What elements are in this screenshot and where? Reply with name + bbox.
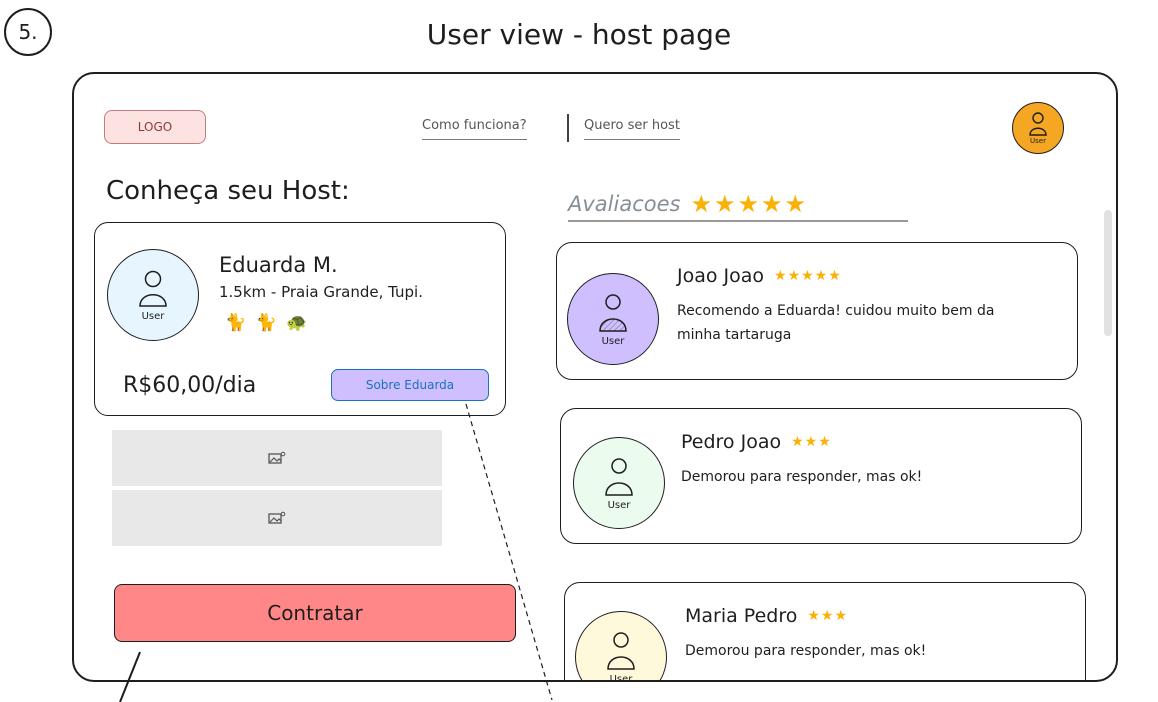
reviewer-avatar-label: User	[609, 673, 633, 682]
overall-rating-stars: ★★★★★	[690, 190, 809, 218]
user-icon	[1029, 112, 1047, 136]
reviewer-name: Pedro Joao	[681, 431, 782, 453]
user-icon	[599, 293, 627, 332]
reviewer-avatar: User	[567, 273, 659, 365]
reviewer-avatar: User	[575, 611, 667, 682]
page-heading: User view - host page	[426, 18, 732, 51]
header-user-avatar[interactable]: User	[1012, 102, 1064, 154]
reviewer-rating-stars: ★★★★★	[774, 268, 842, 284]
nav-link-become-host[interactable]: Quero ser host	[584, 118, 680, 140]
host-price: R$60,00/dia	[123, 373, 257, 398]
review-text: Demorou para responder, mas ok!	[681, 469, 923, 485]
review-card: User Joao Joao ★★★★★ Recomendo a Eduarda…	[556, 242, 1078, 380]
reviews-heading-label: Avaliacoes	[568, 192, 681, 216]
user-icon	[139, 270, 167, 307]
host-name: Eduarda M.	[219, 253, 338, 277]
reviewer-name-row: Maria Pedro ★★★	[685, 605, 848, 627]
host-photo-1[interactable]	[112, 430, 442, 486]
logo-text: LOGO	[137, 120, 173, 134]
image-placeholder-icon	[268, 451, 286, 464]
about-host-button[interactable]: Sobre Eduarda	[331, 369, 489, 401]
reviewer-avatar-label: User	[607, 499, 631, 511]
reviewer-name-row: Joao Joao ★★★★★	[677, 265, 842, 287]
reviewer-rating-stars: ★★★	[807, 608, 849, 624]
reviews-heading: Avaliacoes ★★★★★	[568, 188, 908, 222]
user-icon	[605, 457, 633, 496]
review-text: Demorou para responder, mas ok!	[685, 643, 927, 659]
reviewer-avatar-label: User	[601, 335, 625, 347]
host-photo-2[interactable]	[112, 490, 442, 546]
logo[interactable]: LOGO	[104, 110, 206, 144]
hire-button[interactable]: Contratar	[114, 584, 516, 642]
reviewer-name: Joao Joao	[677, 265, 765, 287]
review-card: User Maria Pedro ★★★ Demorou para respon…	[564, 582, 1086, 682]
annotation-dashed-connector	[465, 403, 553, 701]
nav-link-how-it-works[interactable]: Como funciona?	[422, 118, 527, 140]
reviewer-name: Maria Pedro	[685, 605, 798, 627]
host-pets-icons: 🐈 🐈 🐢	[225, 313, 310, 333]
header-avatar-label: User	[1030, 137, 1046, 145]
image-placeholder-icon	[268, 511, 286, 524]
reviewer-name-row: Pedro Joao ★★★	[681, 431, 832, 453]
host-card: User Eduarda M. 1.5km - Praia Grande, Tu…	[94, 222, 506, 416]
user-icon	[607, 631, 635, 670]
app-frame: LOGO Como funciona? Quero ser host User …	[72, 72, 1118, 682]
review-text: Recomendo a Eduarda! cuidou muito bem da…	[677, 303, 995, 343]
host-section-title: Conheça seu Host:	[106, 176, 350, 206]
annotation-pointer-line	[119, 651, 141, 702]
reviewer-avatar: User	[573, 437, 665, 529]
reviews-scrollbar[interactable]	[1104, 210, 1112, 336]
review-card: User Pedro Joao ★★★ Demorou para respond…	[560, 408, 1082, 544]
step-number: 5.	[18, 20, 38, 44]
host-avatar-label: User	[141, 310, 165, 322]
nav-divider	[567, 114, 569, 142]
reviewer-rating-stars: ★★★	[791, 434, 832, 450]
host-avatar: User	[107, 249, 199, 341]
step-number-badge: 5.	[4, 8, 52, 56]
host-location: 1.5km - Praia Grande, Tupi.	[219, 283, 423, 301]
